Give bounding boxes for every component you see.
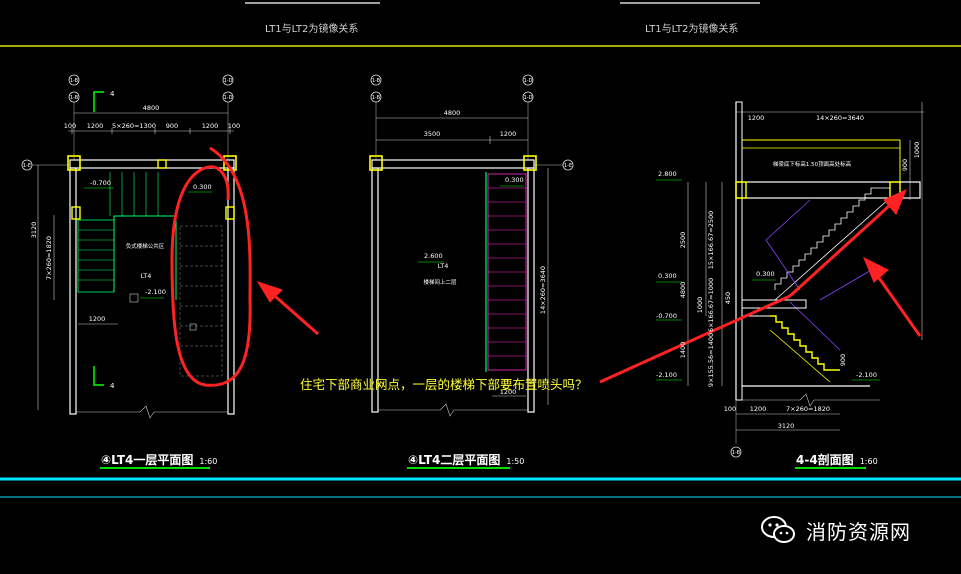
section-dim-mid: 450 xyxy=(724,292,732,304)
plan2-axis-3: 1-D xyxy=(524,95,533,101)
plan-2-drawing xyxy=(369,74,574,417)
section-dim-top-1: 14×260=3640 xyxy=(816,114,864,122)
plan1-axis-0: 1-B xyxy=(70,78,79,84)
section-elev-2: -0.700 xyxy=(656,312,677,320)
plan1-note: 负式楼梯公共区 xyxy=(126,242,165,250)
watermark-text: 消防资源网 xyxy=(806,519,911,544)
plan-2-title: ④LT4二层平面图 xyxy=(408,453,501,467)
plan2-elev-top: 0.300 xyxy=(505,176,524,184)
section-dim-top-0: 1200 xyxy=(748,114,765,122)
plan1-axis-3: 1-D xyxy=(224,95,233,101)
plan2-dim-top-0: 3500 xyxy=(424,130,441,138)
plan1-dim-top-3: 900 xyxy=(166,122,178,130)
question-annotation: 住宅下部商业网点，一层的楼梯下部要布置喷头吗？ xyxy=(300,377,588,392)
section-dim-right-0: 900 xyxy=(901,159,909,171)
plan1-dim-top-1: 1200 xyxy=(87,122,104,130)
plan1-axis-4: 1-E xyxy=(23,163,31,169)
plan1-section-mark-top: 4 xyxy=(110,90,115,98)
section-dim-steps-1: 6×166.67=1000 xyxy=(707,278,715,332)
watermark: 消防资源网 xyxy=(760,510,911,550)
section-elev-5: -2.100 xyxy=(856,371,877,379)
plan1-axis-1: 1-B xyxy=(70,95,79,101)
plan2-dim-right: 14×260=3640 xyxy=(539,266,547,314)
plan2-note: 楼梯间上二层 xyxy=(423,278,457,286)
plan2-axis-4: 1-E xyxy=(564,163,572,169)
plan1-dim-left-total: 3120 xyxy=(30,222,38,239)
wechat-icon xyxy=(761,516,795,543)
plan2-axis-0: 1-B xyxy=(372,78,381,84)
plan2-dim-total: 4800 xyxy=(444,109,461,117)
plan2-axis-1: 1-B xyxy=(372,95,381,101)
plan-1-scale: 1:60 xyxy=(199,457,218,466)
plan1-dim-total: 4800 xyxy=(143,104,160,112)
plan1-dim-top-2: 5×260=1300 xyxy=(112,122,156,130)
section-dim-right-1: 1000 xyxy=(913,142,921,159)
plan1-dim-top-0: 100 xyxy=(64,122,76,130)
plan1-dim-bottom: 1200 xyxy=(89,315,106,323)
section-dim-bottom-1: 1200 xyxy=(750,405,767,413)
section-beam-note: 梯梁底下标高1.50顶面高处标高 xyxy=(773,160,852,168)
mirror-note-left: LT1与LT2为镜像关系 xyxy=(265,24,359,35)
plan1-dim-left-steps: 7×260=1820 xyxy=(45,236,53,280)
plan1-elev-1: -0.700 xyxy=(90,179,111,187)
plan-1-title-block: ④LT4一层平面图 1:60 xyxy=(101,451,217,468)
section-dim-left-0: 2500 xyxy=(679,232,687,249)
section-title-block: 4-4剖面图 1:60 xyxy=(796,451,878,468)
section-dim-left-3: 1000 xyxy=(696,297,704,314)
section-dim-left-2: 1400 xyxy=(679,342,687,359)
plan1-section-mark-bottom: 4 xyxy=(110,382,115,390)
section-4-4-drawing xyxy=(656,101,924,458)
plan2-axis-2: 1-D xyxy=(524,78,533,84)
section-scale: 1:60 xyxy=(859,457,878,466)
plan-1-drawing xyxy=(21,74,252,419)
mirror-note-right: LT1与LT2为镜像关系 xyxy=(645,24,739,35)
plan1-dim-top-5: 100 xyxy=(228,122,240,130)
plan2-room-label: LT4 xyxy=(438,262,449,270)
section-dim-bottom-total: 3120 xyxy=(778,422,795,430)
plan1-room-label: LT4 xyxy=(141,272,152,280)
section-dim-steps-0: 15×166.67=2500 xyxy=(707,211,715,269)
section-elev-4: 0.300 xyxy=(756,270,775,278)
section-dim-left-1: 4800 xyxy=(679,282,687,299)
section-axis-tag: 1-B xyxy=(732,450,741,456)
plan-2-scale: 1:50 xyxy=(506,457,525,466)
plan2-dim-bottom: 1200 xyxy=(500,388,517,396)
plan1-dim-top-4: 1200 xyxy=(202,122,219,130)
plan1-elev-3: -2.100 xyxy=(145,288,166,296)
section-elev-1: 0.300 xyxy=(658,272,677,280)
plan2-dim-top-1: 1200 xyxy=(500,130,517,138)
plan1-axis-2: 1-D xyxy=(224,78,233,84)
plan-2-title-block: ④LT4二层平面图 1:50 xyxy=(408,451,524,468)
red-arrows xyxy=(256,189,922,384)
section-dim-right-2: 900 xyxy=(839,354,847,366)
section-elev-3: -2.100 xyxy=(656,371,677,379)
section-dim-bottom-0: 100 xyxy=(724,405,736,413)
section-title: 4-4剖面图 xyxy=(796,453,854,467)
section-elev-0: 2.800 xyxy=(658,170,677,178)
plan-1-title: ④LT4一层平面图 xyxy=(101,453,194,467)
section-dim-bottom-2: 7×260=1820 xyxy=(786,405,830,413)
plan2-elev-mid: 2.600 xyxy=(424,252,443,260)
section-dim-steps-2: 9×155.56=1400 xyxy=(707,333,715,387)
plan1-elev-2: 0.300 xyxy=(193,183,212,191)
